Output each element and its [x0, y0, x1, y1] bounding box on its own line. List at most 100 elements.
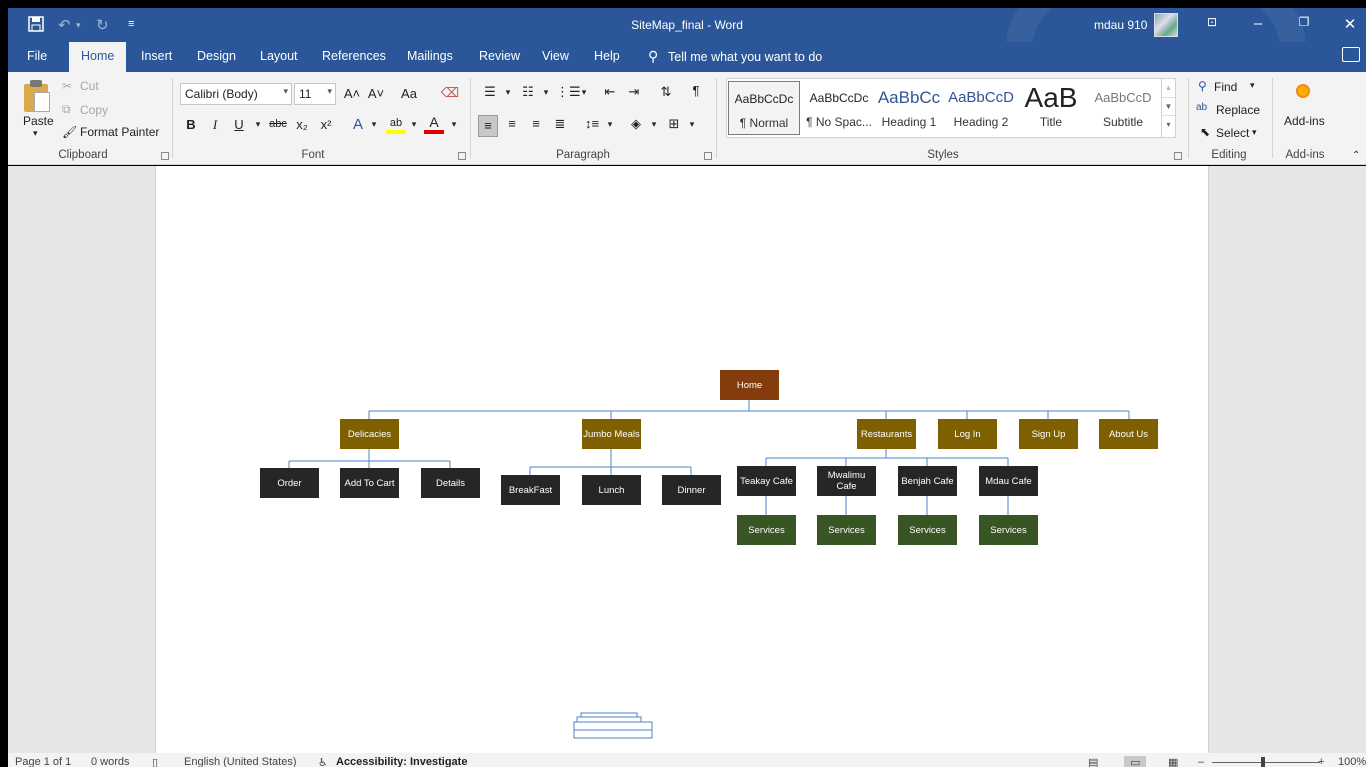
- font-color-dropdown-icon[interactable]: ▾: [451, 119, 457, 129]
- clipboard-launcher-icon[interactable]: [161, 152, 169, 160]
- font-launcher-icon[interactable]: [458, 152, 466, 160]
- tab-references[interactable]: References: [322, 49, 386, 63]
- restore-icon[interactable]: ❐: [1298, 15, 1310, 29]
- tab-review[interactable]: Review: [479, 49, 520, 63]
- node-add-to-cart[interactable]: Add To Cart: [340, 468, 399, 498]
- tell-me-search[interactable]: ⚲Tell me what you want to do: [648, 48, 822, 65]
- sort-icon[interactable]: ⇅: [660, 84, 672, 99]
- replace-button[interactable]: Replace: [1216, 103, 1261, 117]
- align-left-icon[interactable]: ≡: [478, 115, 498, 137]
- multilevel-dropdown-icon[interactable]: ▾: [581, 87, 587, 97]
- change-case-button[interactable]: Aa: [401, 86, 417, 101]
- text-effects-button[interactable]: A: [352, 116, 363, 133]
- paste-dropdown-icon[interactable]: ▾: [33, 128, 38, 138]
- add-ins-button[interactable]: Add-ins: [1284, 114, 1325, 128]
- font-size-combo[interactable]: 11▾: [294, 83, 336, 105]
- tab-mailings[interactable]: Mailings: [407, 49, 453, 63]
- accessibility-status[interactable]: Accessibility: Investigate: [336, 756, 468, 767]
- node-log-in[interactable]: Log In: [938, 419, 997, 449]
- node-mdau-cafe[interactable]: Mdau Cafe: [979, 466, 1038, 496]
- user-name[interactable]: mdau 910: [1094, 18, 1148, 32]
- word-count[interactable]: 0 words: [91, 756, 130, 767]
- node-details[interactable]: Details: [421, 468, 480, 498]
- styles-launcher-icon[interactable]: [1174, 152, 1182, 160]
- node-restaurants[interactable]: Restaurants: [857, 419, 916, 449]
- node-sign-up[interactable]: Sign Up: [1019, 419, 1078, 449]
- style-heading-2[interactable]: AaBbCcD Heading 2: [948, 89, 1014, 129]
- show-formatting-marks-button[interactable]: ¶: [692, 83, 700, 98]
- zoom-level[interactable]: 100%: [1338, 756, 1366, 767]
- shading-icon[interactable]: ◈: [631, 116, 641, 131]
- borders-icon[interactable]: ⊞: [668, 116, 680, 131]
- select-dropdown-icon[interactable]: ▾: [1252, 127, 1257, 137]
- node-breakfast[interactable]: BreakFast: [501, 475, 560, 505]
- style-no-spacing[interactable]: AaBbCcDc ¶ No Spac...: [806, 91, 872, 129]
- paste-button[interactable]: Paste: [23, 114, 54, 128]
- node-services[interactable]: Services: [979, 515, 1038, 545]
- bold-button[interactable]: B: [186, 117, 196, 132]
- tab-design[interactable]: Design: [197, 49, 236, 63]
- find-button[interactable]: Find: [1214, 80, 1238, 94]
- select-button[interactable]: Select: [1216, 126, 1250, 140]
- underline-button[interactable]: U: [234, 117, 244, 132]
- text-effects-dropdown-icon[interactable]: ▾: [371, 119, 377, 129]
- add-ins-icon[interactable]: [1296, 84, 1310, 98]
- paste-icon[interactable]: [24, 80, 52, 112]
- node-services[interactable]: Services: [898, 515, 957, 545]
- find-icon[interactable]: ⚲: [1198, 79, 1207, 93]
- collapse-ribbon-icon[interactable]: ⌃: [1352, 150, 1361, 161]
- tab-home[interactable]: Home: [69, 42, 127, 72]
- proofing-icon[interactable]: ▯: [152, 757, 159, 767]
- styles-gallery-scroll[interactable]: ▲ ▼ ▾: [1161, 79, 1175, 137]
- node-jumbo-meals[interactable]: Jumbo Meals: [582, 419, 641, 449]
- shrink-font-button[interactable]: A˅: [367, 86, 385, 101]
- borders-dropdown-icon[interactable]: ▾: [689, 119, 695, 129]
- line-spacing-dropdown-icon[interactable]: ▾: [607, 119, 613, 129]
- document-page[interactable]: [155, 166, 1209, 753]
- grow-font-button[interactable]: A˄: [343, 86, 361, 101]
- strikethrough-button[interactable]: abc: [269, 118, 287, 130]
- node-lunch[interactable]: Lunch: [582, 475, 641, 505]
- paragraph-launcher-icon[interactable]: [704, 152, 712, 160]
- increase-indent-icon[interactable]: ⇥: [628, 84, 640, 99]
- format-painter-button[interactable]: Format Painter: [80, 125, 160, 139]
- node-order[interactable]: Order: [260, 468, 319, 498]
- node-mwalimu-cafe[interactable]: Mwalimu Cafe: [817, 466, 876, 496]
- node-services[interactable]: Services: [737, 515, 796, 545]
- zoom-slider-thumb[interactable]: [1261, 757, 1265, 767]
- justify-icon[interactable]: ≣: [554, 116, 566, 131]
- comments-icon[interactable]: [1342, 47, 1360, 62]
- copy-icon[interactable]: ⧉: [62, 102, 71, 116]
- avatar[interactable]: [1154, 13, 1178, 37]
- highlight-dropdown-icon[interactable]: ▾: [411, 119, 417, 129]
- node-dinner[interactable]: Dinner: [662, 475, 721, 505]
- ribbon-display-options-icon[interactable]: ⊡: [1206, 15, 1218, 29]
- document-area[interactable]: [8, 166, 1366, 753]
- numbering-icon[interactable]: ☷: [522, 84, 534, 99]
- more-styles-icon[interactable]: ▾: [1162, 115, 1175, 135]
- style-normal[interactable]: AaBbCcDc ¶ Normal: [728, 81, 800, 135]
- copy-button[interactable]: Copy: [80, 103, 109, 117]
- node-teakay-cafe[interactable]: Teakay Cafe: [737, 466, 796, 496]
- italic-button[interactable]: I: [212, 117, 218, 132]
- bullets-dropdown-icon[interactable]: ▾: [505, 87, 511, 97]
- select-icon[interactable]: ⬉: [1200, 125, 1211, 139]
- zoom-slider[interactable]: [1212, 762, 1320, 763]
- tab-file[interactable]: File: [27, 49, 48, 63]
- node-services[interactable]: Services: [817, 515, 876, 545]
- minimize-icon[interactable]: –: [1253, 15, 1263, 32]
- zoom-out-icon[interactable]: –: [1198, 756, 1205, 767]
- node-home[interactable]: Home: [720, 370, 779, 400]
- undo-icon[interactable]: ↶: [58, 17, 71, 34]
- find-dropdown-icon[interactable]: ▾: [1250, 80, 1255, 90]
- node-delicacies[interactable]: Delicacies: [340, 419, 399, 449]
- language[interactable]: English (United States): [184, 756, 297, 767]
- highlight-button[interactable]: ab: [386, 117, 406, 134]
- underline-dropdown-icon[interactable]: ▾: [255, 119, 261, 129]
- bullets-icon[interactable]: ☰: [484, 84, 496, 99]
- node-about-us[interactable]: About Us: [1099, 419, 1158, 449]
- node-benjah-cafe[interactable]: Benjah Cafe: [898, 466, 957, 496]
- font-color-button[interactable]: A: [424, 115, 444, 134]
- undo-dropdown-icon[interactable]: ▾: [76, 20, 81, 30]
- font-name-combo[interactable]: Calibri (Body)▾: [180, 83, 292, 105]
